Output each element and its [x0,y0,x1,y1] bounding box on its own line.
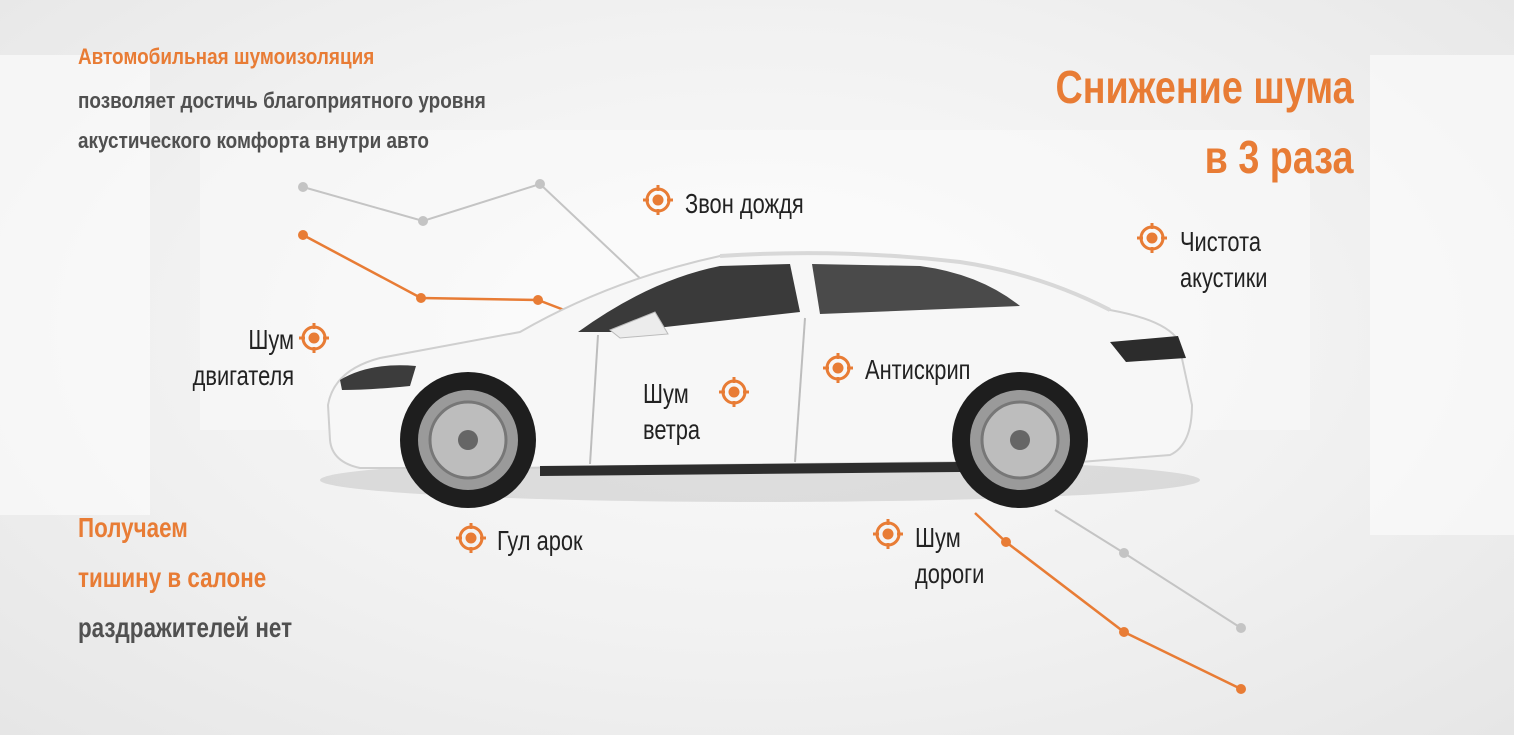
grey-dot [535,179,545,189]
door-line [589,334,599,465]
callout-engine: Шум двигателя [193,322,294,394]
car-illustration [320,251,1200,508]
callout-acoustics-line-2: акустики [1180,262,1268,293]
rear-wheel [952,372,1088,508]
callout-engine-line-1: Шум [248,324,294,355]
orange-dot [1236,684,1246,694]
car-rear-window [812,264,1020,314]
orange-dot [533,295,543,305]
background-panel-left [0,55,150,515]
callout-wind-line-2: ветра [643,414,701,445]
target-icon [643,185,673,215]
intro-line-2: позволяет достичь благоприятного уровня [78,88,486,113]
car-skirt [540,462,960,476]
target-icon [456,523,486,553]
callout-wind-line-1: Шум [643,378,689,409]
headline-line-1: Снижение шума [1055,61,1354,113]
callout-engine-line-2: двигателя [192,360,294,391]
callout-rain: Звон дождя [685,188,804,219]
summary-line-1: Получаем [78,512,188,543]
target-icon [719,377,749,407]
callout-acoustics-line-1: Чистота [1180,226,1262,257]
target-icon [873,519,903,549]
callout-acoustics: Чистота акустики [1180,224,1268,296]
callout-squeak: Антискрип [865,354,971,385]
orange-dot [1001,537,1011,547]
target-icon [823,353,853,383]
callout-road-line-1: Шум [915,522,961,553]
intro-title: Автомобильная шумоизоляция [78,44,375,69]
callout-arches: Гул арок [497,525,583,556]
summary-line-2: тишину в салоне [78,562,267,593]
grey-dot [1236,623,1246,633]
grey-dot [298,182,308,192]
callout-wind: Шум ветра [643,376,700,448]
car-mirror [609,311,669,339]
orange-dot [416,293,426,303]
car-headlight [340,365,416,390]
car-roof-trim [719,251,1111,312]
callout-road: Шум дороги [915,520,984,592]
grey-dot [418,216,428,226]
target-icon [299,323,329,353]
summary-line-3: раздражителей нет [78,612,293,643]
orange-line-bottom [974,512,1242,691]
grey-dot [1119,548,1129,558]
orange-dot [1119,627,1129,637]
callout-road-line-2: дороги [915,558,985,589]
headline-line-2: в 3 раза [1205,131,1354,183]
intro-line-3: акустического комфорта внутри авто [78,128,429,153]
orange-dot [298,230,308,240]
target-icon [1137,223,1167,253]
car-taillight [1110,336,1186,362]
door-line [794,317,806,463]
front-wheel [400,372,536,508]
background-panel-right [1370,55,1514,535]
car-windows [578,264,800,332]
grey-line-top [302,182,646,284]
grey-line-bottom [1054,509,1242,629]
